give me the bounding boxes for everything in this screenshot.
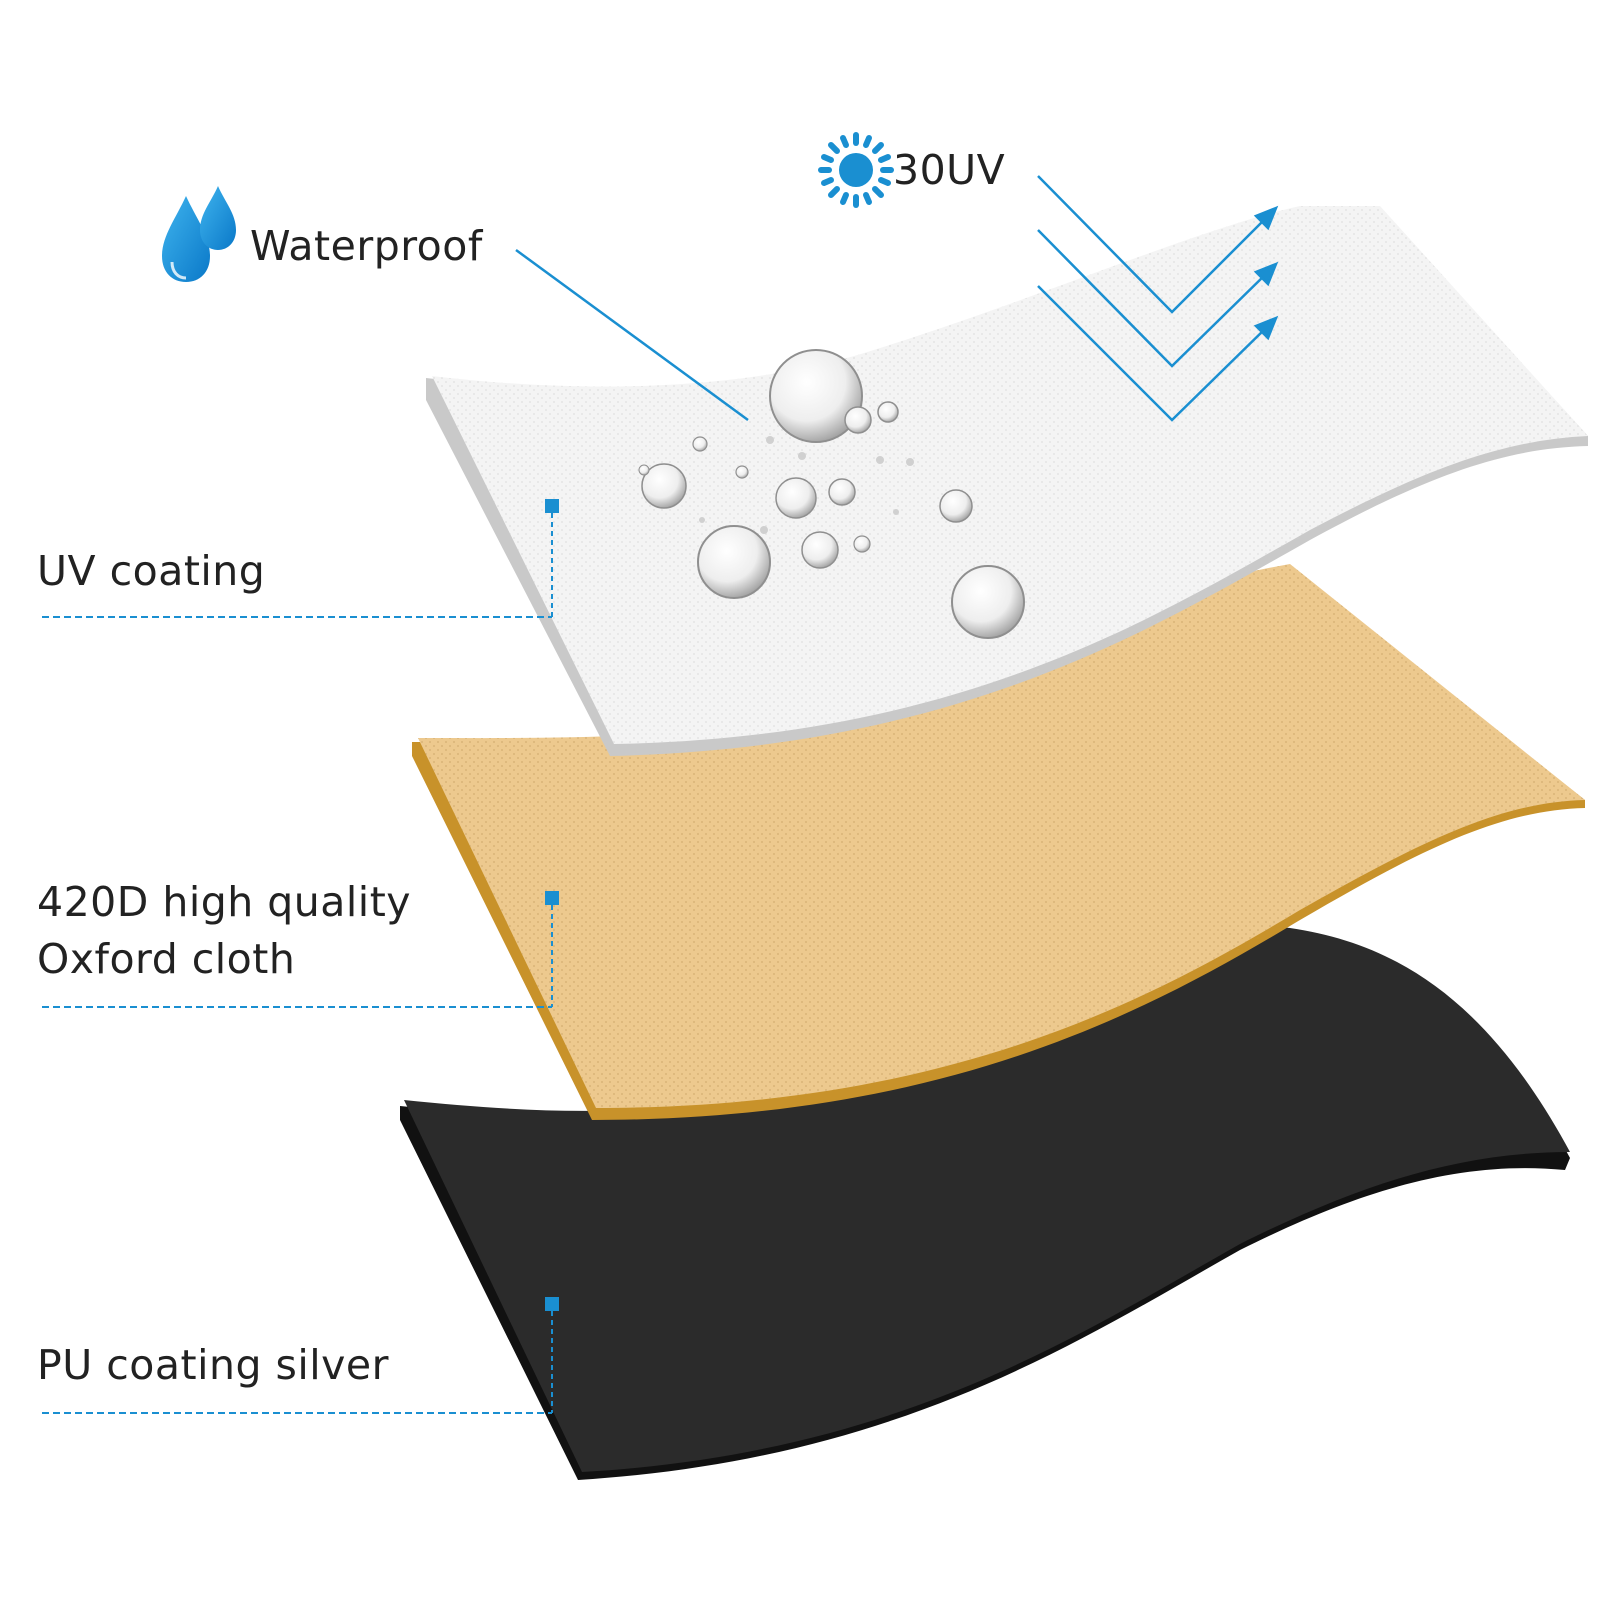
uv-arrow-1 [1037, 175, 1269, 314]
uv-arrow-3 [1037, 285, 1269, 422]
uv-rating-label: 30UV [893, 146, 1006, 194]
oxford-cloth-label: 420D high quality Oxford cloth [37, 878, 412, 983]
uv-coating-layer [426, 206, 1588, 756]
uv-coating-marker [42, 499, 559, 618]
uv-coating-label: UV coating [37, 547, 266, 595]
pu-coating-layer [400, 926, 1570, 1480]
pu-layer-surface [404, 926, 1570, 1472]
waterproof-label: Waterproof [250, 222, 483, 270]
waterproof-leader-line [515, 248, 749, 422]
oxford-cloth-layer [412, 564, 1585, 1120]
oxford-cloth-marker [42, 891, 559, 1008]
uv-arrow-2 [1037, 229, 1269, 368]
water-drops-icon [162, 186, 236, 282]
pu-coating-marker [42, 1297, 559, 1414]
sun-icon [818, 132, 894, 208]
uv-arrows [1037, 175, 1279, 422]
pu-coating-label: PU coating silver [37, 1341, 390, 1389]
water-droplets [638, 349, 1025, 639]
